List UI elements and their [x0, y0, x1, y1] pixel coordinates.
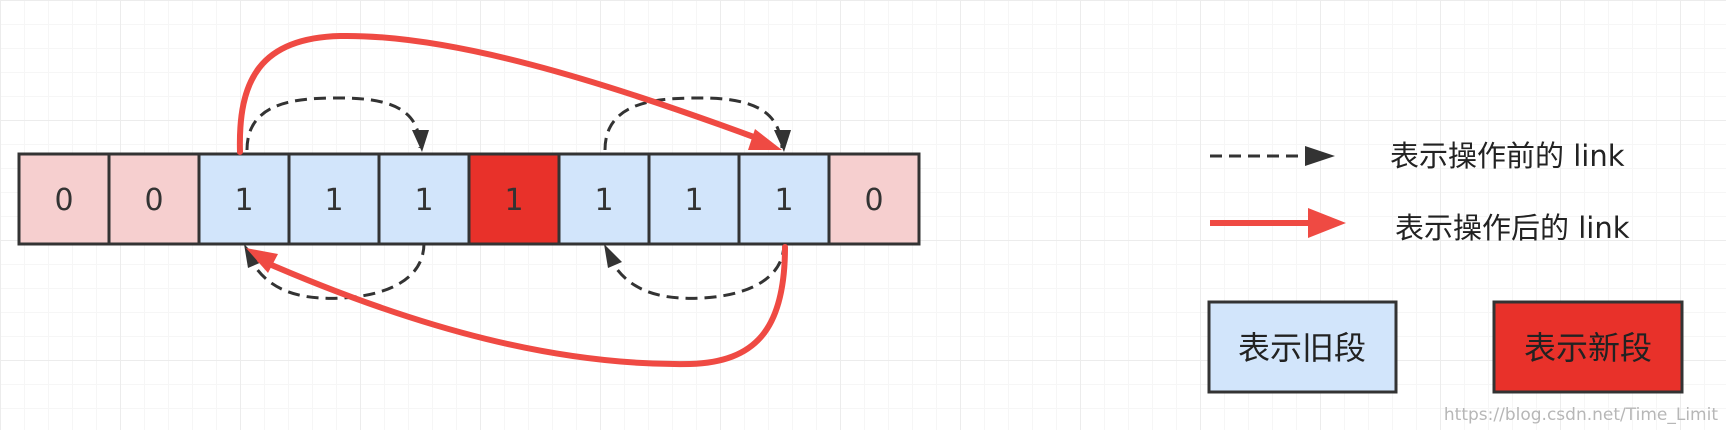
cell-old: 1 — [377, 152, 471, 246]
legend: 表示操作前的 link 表示操作后的 link 表示旧段 表示新段 — [1207, 139, 1684, 394]
arrowhead-icon — [1305, 146, 1335, 166]
cell-old: 1 — [737, 152, 831, 246]
after-link-top — [236, 32, 765, 155]
legend-before-link-label: 表示操作前的 link — [1390, 139, 1625, 173]
cell-label: 1 — [504, 183, 523, 218]
arrowhead-icon — [412, 130, 429, 152]
cell-label: 1 — [594, 183, 613, 218]
arrowhead-icon — [748, 129, 782, 150]
legend-new-segment-box — [1492, 300, 1684, 394]
cell-label: 0 — [54, 183, 73, 218]
cell-label: 1 — [684, 183, 703, 218]
cell-empty: 0 — [17, 152, 111, 246]
legend-new-segment-label: 表示新段 — [1524, 329, 1652, 367]
cell-new: 1 — [467, 152, 561, 246]
before-link-bottom-right — [608, 242, 786, 300]
cell-box — [17, 152, 111, 246]
before-link-top-left — [245, 96, 422, 151]
arrowhead-icon — [246, 248, 278, 273]
before-arrowheads — [244, 130, 791, 268]
cell-label: 0 — [864, 183, 883, 218]
watermark: https://blog.csdn.net/Time_Limit — [1444, 405, 1718, 425]
before-link-top-right — [603, 96, 784, 151]
cell-label: 1 — [414, 183, 433, 218]
legend-old-segment-box — [1207, 300, 1398, 394]
cell-label: 1 — [774, 183, 793, 218]
arrowhead-icon — [1308, 208, 1346, 238]
cell-empty: 0 — [107, 152, 201, 246]
cell-old: 1 — [647, 152, 741, 246]
cell-old: 1 — [287, 152, 381, 246]
after-arrowheads — [246, 129, 782, 273]
legend-after-link-label: 表示操作后的 link — [1395, 211, 1630, 245]
legend-old-segment-label: 表示旧段 — [1238, 329, 1366, 367]
cell-box — [827, 152, 921, 246]
segment-array: 0 0 1 1 1 1 1 1 1 0 — [17, 152, 921, 246]
cell-old: 1 — [197, 152, 291, 246]
cell-box — [647, 152, 741, 246]
cell-empty: 0 — [827, 152, 921, 246]
cell-label: 0 — [144, 183, 163, 218]
cell-box — [107, 152, 201, 246]
arrowhead-icon — [774, 130, 791, 152]
cell-label: 1 — [324, 183, 343, 218]
before-links — [245, 96, 786, 300]
after-links — [236, 32, 788, 368]
cell-old: 1 — [557, 152, 651, 246]
cell-box — [467, 152, 561, 246]
cell-label: 1 — [234, 183, 253, 218]
arrowhead-icon — [604, 244, 622, 268]
after-link-bottom — [257, 244, 788, 368]
